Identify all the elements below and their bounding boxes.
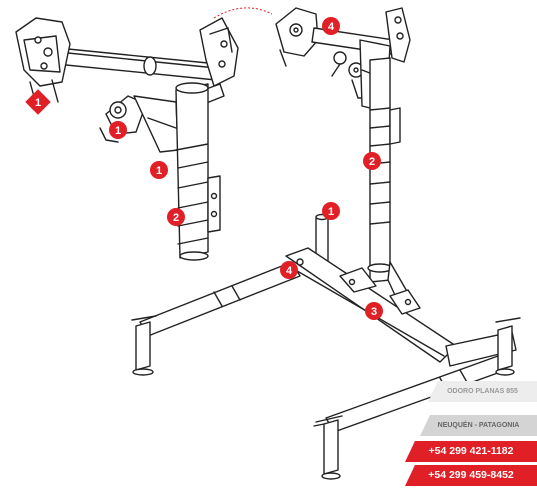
marker-label: 1 — [35, 97, 41, 109]
marker-label: 2 — [173, 212, 179, 224]
marker-label: 1 — [115, 125, 121, 137]
phone-2-tag[interactable]: +54 299 459-8452 — [405, 465, 537, 486]
marker-label: 3 — [371, 306, 377, 318]
marker-1-a: 1 — [25, 89, 51, 115]
stand-base — [131, 213, 521, 480]
marker-2-b: 2 — [363, 152, 381, 170]
callout-markers: 1 1 1 1 2 2 4 — [25, 17, 383, 320]
right-stand-post — [367, 57, 413, 307]
marker-label: 4 — [286, 265, 293, 277]
marker-4-a: 4 — [322, 17, 340, 35]
left-stand-head — [15, 17, 239, 261]
dotted-connector — [213, 7, 273, 19]
phone-1-tag[interactable]: +54 299 421-1182 — [405, 441, 537, 462]
address-tag: ODORO PLANAS 855 — [428, 381, 537, 402]
marker-1-b: 1 — [109, 121, 127, 139]
marker-label: 2 — [369, 156, 375, 168]
marker-4-b: 4 — [280, 261, 298, 279]
marker-2-a: 2 — [167, 208, 185, 226]
marker-1-c: 1 — [150, 161, 168, 179]
city-tag: NEUQUÉN - PATAGONIA — [420, 415, 537, 436]
marker-1-d: 1 — [322, 202, 340, 220]
marker-label: 1 — [156, 165, 162, 177]
marker-label: 1 — [328, 206, 334, 218]
marker-3: 3 — [365, 302, 383, 320]
marker-label: 4 — [328, 21, 335, 33]
